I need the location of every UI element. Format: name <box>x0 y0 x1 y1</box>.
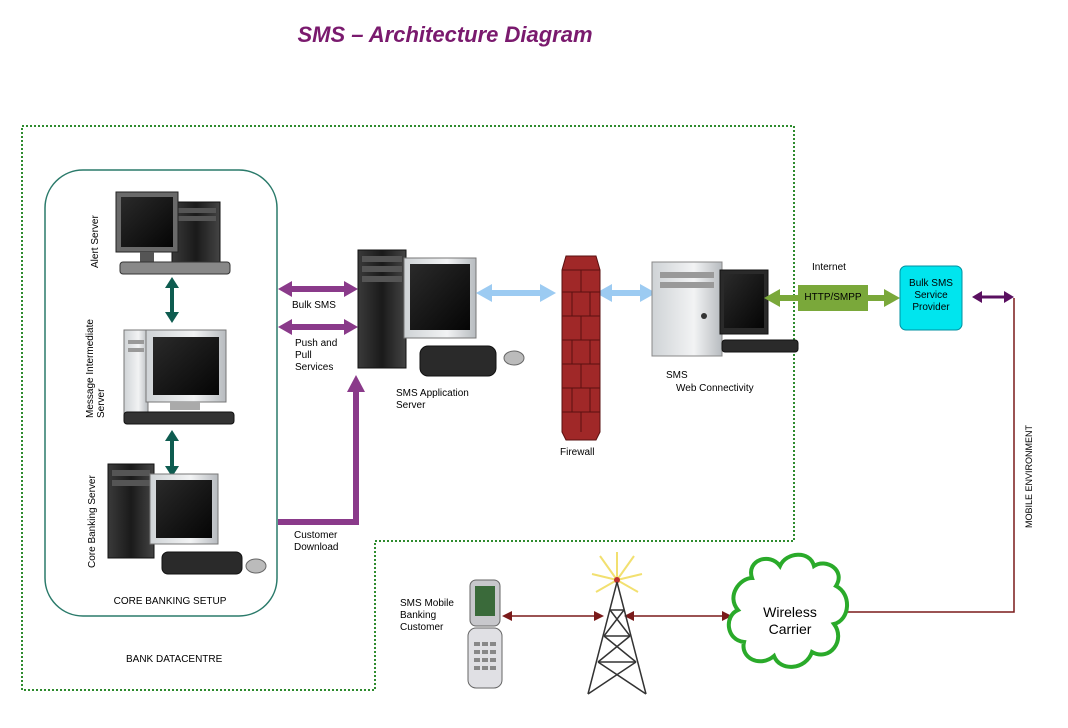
mobile-customer-label-1: SMS Mobile <box>400 598 454 609</box>
firewall-web-arrow <box>596 284 656 302</box>
alert-server-label: Alert Server <box>90 215 101 268</box>
core-banking-server-icon <box>107 463 267 575</box>
provider-mobile-link <box>972 291 1014 303</box>
sms-application-server-icon <box>357 249 525 377</box>
mobile-environment-line <box>838 298 1015 613</box>
provider-label-2: Service <box>914 290 948 301</box>
app-firewall-arrow <box>476 284 556 302</box>
tower-carrier-arrow <box>624 611 732 621</box>
wireless-carrier-cloud <box>727 552 849 669</box>
mobile-phone-icon <box>467 579 503 689</box>
mobile-customer-label-3: Customer <box>400 622 444 633</box>
provider-label-3: Provider <box>912 302 950 313</box>
firewall-icon <box>561 255 601 441</box>
sms-application-label-1: SMS Application <box>396 388 469 399</box>
sms-web-label-1: SMS <box>666 370 688 381</box>
bulk-sms-label: Bulk SMS <box>292 300 336 311</box>
wireless-carrier-label-1: Wireless <box>763 604 817 620</box>
message-intermediate-label-1: Message Intermediate <box>85 319 96 418</box>
wireless-carrier-label-2: Carrier <box>768 621 812 637</box>
provider-label-1: Bulk SMS <box>909 278 953 289</box>
protocol-label: HTTP/SMPP <box>804 292 862 303</box>
phone-tower-arrow <box>502 611 604 621</box>
internet-label: Internet <box>812 262 846 273</box>
core-banking-setup-label: CORE BANKING SETUP <box>113 596 227 607</box>
core-banking-setup-zone <box>44 169 278 617</box>
sms-web-label-2: Web Connectivity <box>676 383 754 394</box>
mobile-environment-label: MOBILE ENVIRONMENT <box>1024 424 1034 528</box>
alert-message-link <box>165 277 179 323</box>
message-core-link <box>165 430 179 477</box>
sms-web-connectivity-icon <box>651 261 799 357</box>
bulk-sms-arrow <box>278 281 358 297</box>
message-intermediate-label-2: Server <box>96 388 107 418</box>
core-banking-server-label: Core Banking Server <box>87 475 98 568</box>
http-smpp-arrow <box>764 285 900 311</box>
customer-download-label-2: Download <box>294 542 339 553</box>
mobile-customer-label-2: Banking <box>400 610 437 621</box>
bank-datacentre-label: BANK DATACENTRE <box>126 654 223 665</box>
customer-download-label-1: Customer <box>294 530 338 541</box>
push-pull-label-2: Pull <box>295 350 312 361</box>
bulk-sms-provider-box <box>899 265 963 331</box>
message-intermediate-server-icon <box>123 329 235 425</box>
push-pull-label-1: Push and <box>295 338 338 349</box>
firewall-label: Firewall <box>560 447 595 458</box>
cell-tower-icon <box>587 552 647 695</box>
page-title: SMS – Architecture Diagram <box>297 22 593 47</box>
customer-download-arrow <box>278 375 365 525</box>
sms-application-label-2: Server <box>396 400 426 411</box>
push-pull-label-3: Services <box>295 362 334 373</box>
push-pull-services-arrow <box>278 319 358 335</box>
alert-server-icon <box>115 191 231 275</box>
bank-datacentre-zone <box>21 125 795 691</box>
